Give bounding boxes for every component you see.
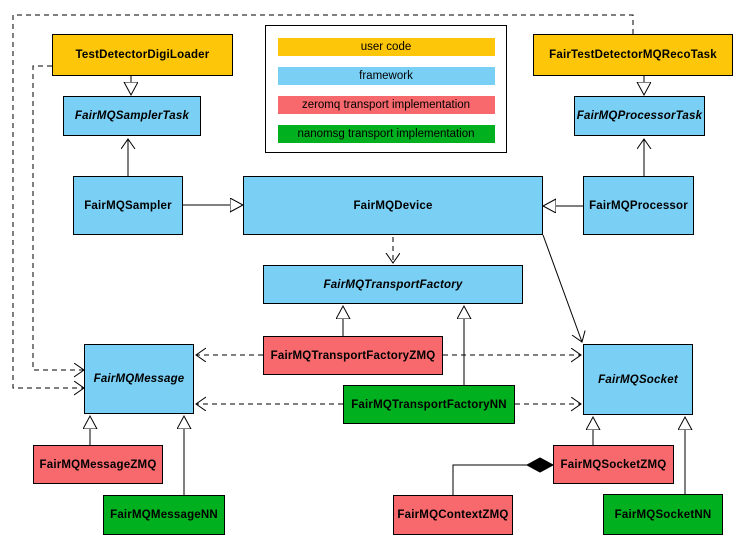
edge-fairtestdetectormqrecotask-to-fairmqmessage-dependency: [12, 14, 634, 388]
class-box-fairmqtransportfactory: FairMQTransportFactory: [263, 265, 523, 304]
class-box-fairmqprocessortask: FairMQProcessorTask: [574, 96, 705, 136]
composition-diamond-icon: [525, 457, 555, 473]
legend: user code framework zeromq transport imp…: [265, 25, 507, 153]
edge-fairmqsocketzmq-to-fairmqcontextzmq-composition: [452, 457, 555, 495]
class-box-fairmqmessage: FairMQMessage: [84, 344, 194, 414]
class-box-fairtestdetectormqrecotask: FairTestDetectorMQRecoTask: [533, 34, 733, 76]
class-box-fairmqsamplertask: FairMQSamplerTask: [63, 96, 201, 136]
class-box-fairmqsocketnn: FairMQSocketNN: [603, 494, 723, 535]
class-box-fairmqmessagenn: FairMQMessageNN: [103, 495, 225, 535]
legend-item-nanomsg: nanomsg transport implementation: [277, 125, 495, 143]
edge-fairmqdevice-to-fairmqsocket-association: [542, 234, 582, 342]
class-box-fairmqtransportfactorynn: FairMQTransportFactoryNN: [343, 385, 515, 424]
class-box-fairmqdevice: FairMQDevice: [243, 176, 543, 235]
class-box-fairmqcontextzmq: FairMQContextZMQ: [393, 495, 513, 535]
legend-item-zeromq: zeromq transport implementation: [277, 96, 495, 114]
class-box-testdetectordigiloader: TestDetectorDigiLoader: [52, 34, 233, 76]
class-box-fairmqsocketzmq: FairMQSocketZMQ: [553, 445, 674, 484]
class-box-fairmqprocessor: FairMQProcessor: [583, 176, 694, 235]
edge-testdetectordigiloader-to-fairmqmessage-dependency: [32, 65, 84, 370]
class-box-fairmqsocket: FairMQSocket: [583, 344, 693, 415]
legend-item-user-code: user code: [277, 38, 495, 56]
class-box-fairmqtransportfactoryzmq: FairMQTransportFactoryZMQ: [263, 336, 443, 375]
class-box-fairmqmessagezmq: FairMQMessageZMQ: [33, 445, 163, 484]
legend-item-framework: framework: [277, 67, 495, 85]
class-box-fairmqsampler: FairMQSampler: [73, 176, 183, 235]
